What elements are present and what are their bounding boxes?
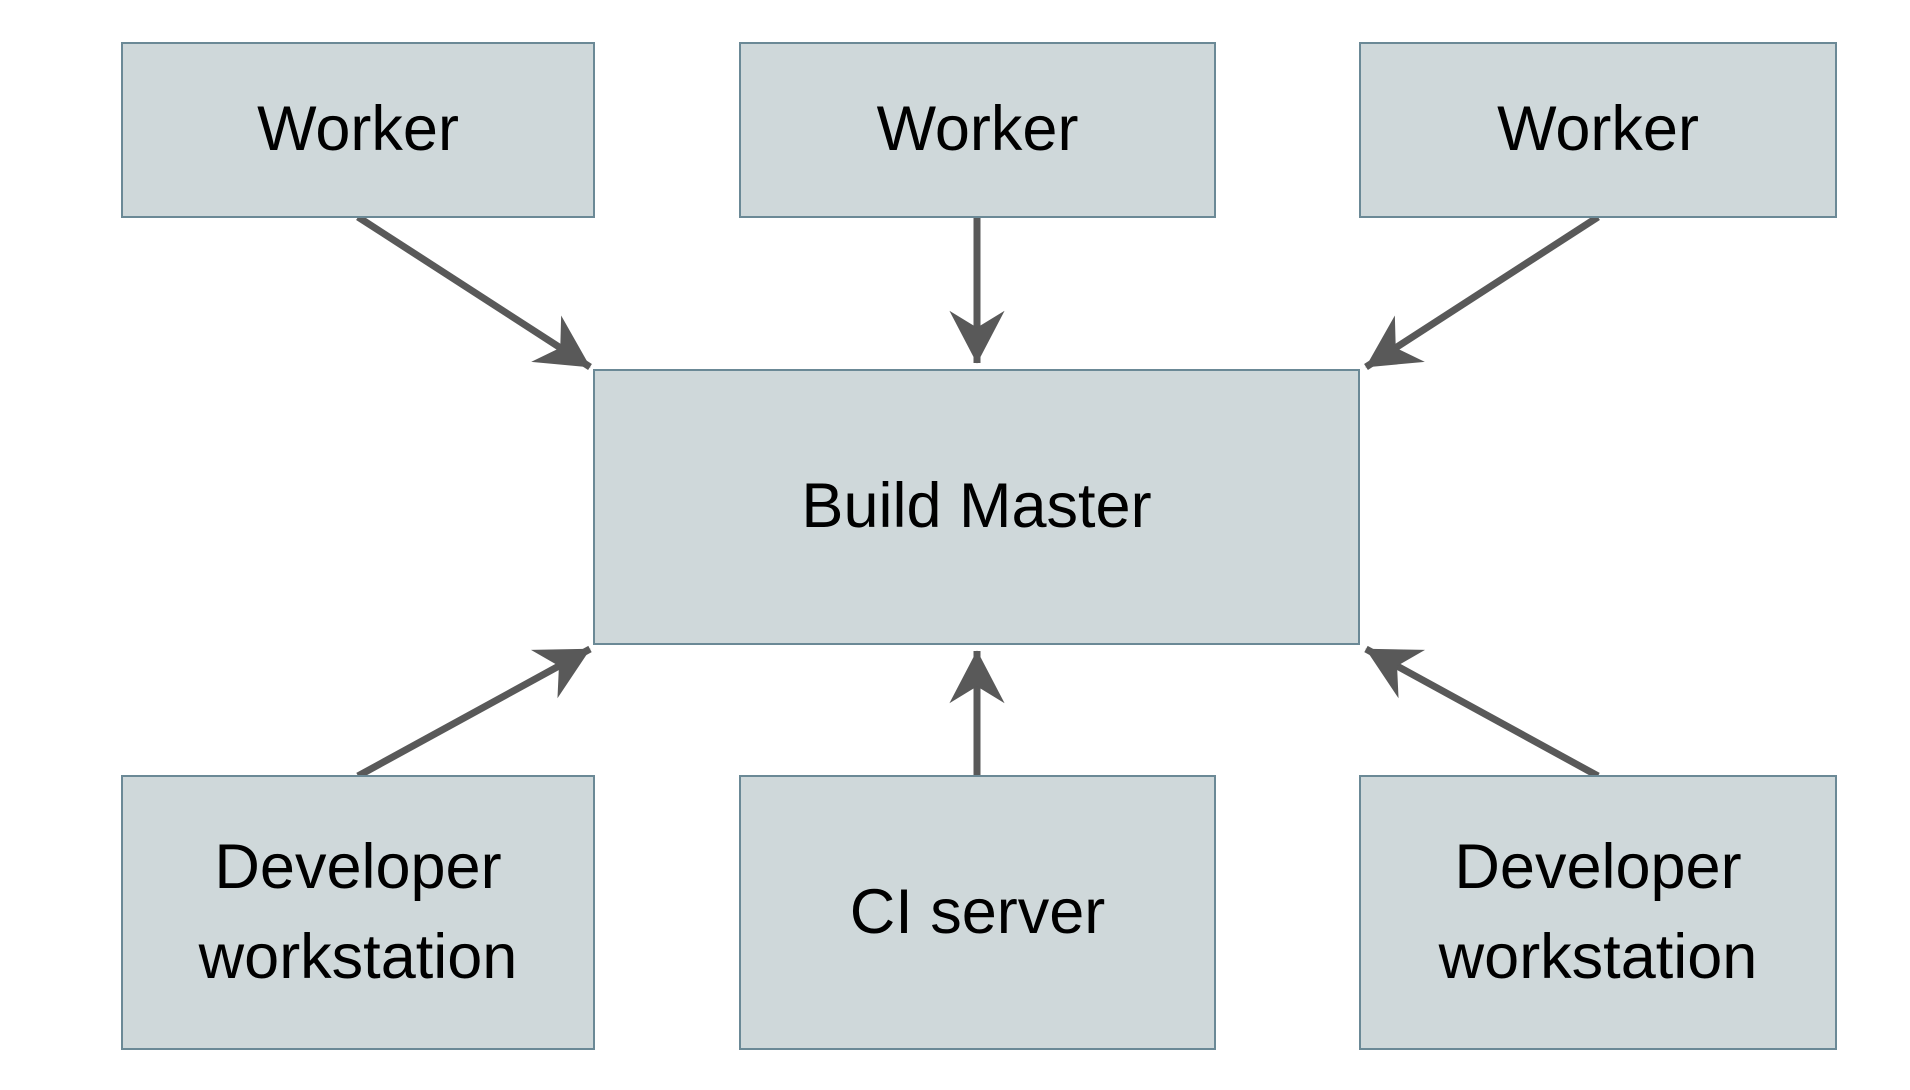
- node-label: Worker: [876, 94, 1079, 165]
- edge-developer-workstation-left-to-build-master: [356, 645, 592, 780]
- edge-developer-workstation-right-to-build-master: [1364, 645, 1600, 780]
- node-label: Build Master: [801, 471, 1152, 542]
- node-label: Developer workstation: [198, 832, 518, 992]
- node-label: Worker: [257, 94, 459, 165]
- node-worker-top-center: Worker: [739, 42, 1216, 218]
- node-ci-server: CI server: [739, 775, 1216, 1050]
- node-label: Worker: [1497, 94, 1699, 165]
- node-developer-workstation-left: Developer workstation: [121, 775, 595, 1050]
- node-worker-top-left: Worker: [121, 42, 595, 218]
- node-developer-workstation-right: Developer workstation: [1359, 775, 1837, 1050]
- node-label: Developer workstation: [1438, 832, 1758, 992]
- node-label: CI server: [849, 876, 1106, 947]
- edge-worker-top-left-to-build-master: [356, 214, 592, 370]
- node-build-master: Build Master: [593, 369, 1360, 645]
- edge-worker-top-right-to-build-master: [1364, 214, 1600, 370]
- node-worker-top-right: Worker: [1359, 42, 1837, 218]
